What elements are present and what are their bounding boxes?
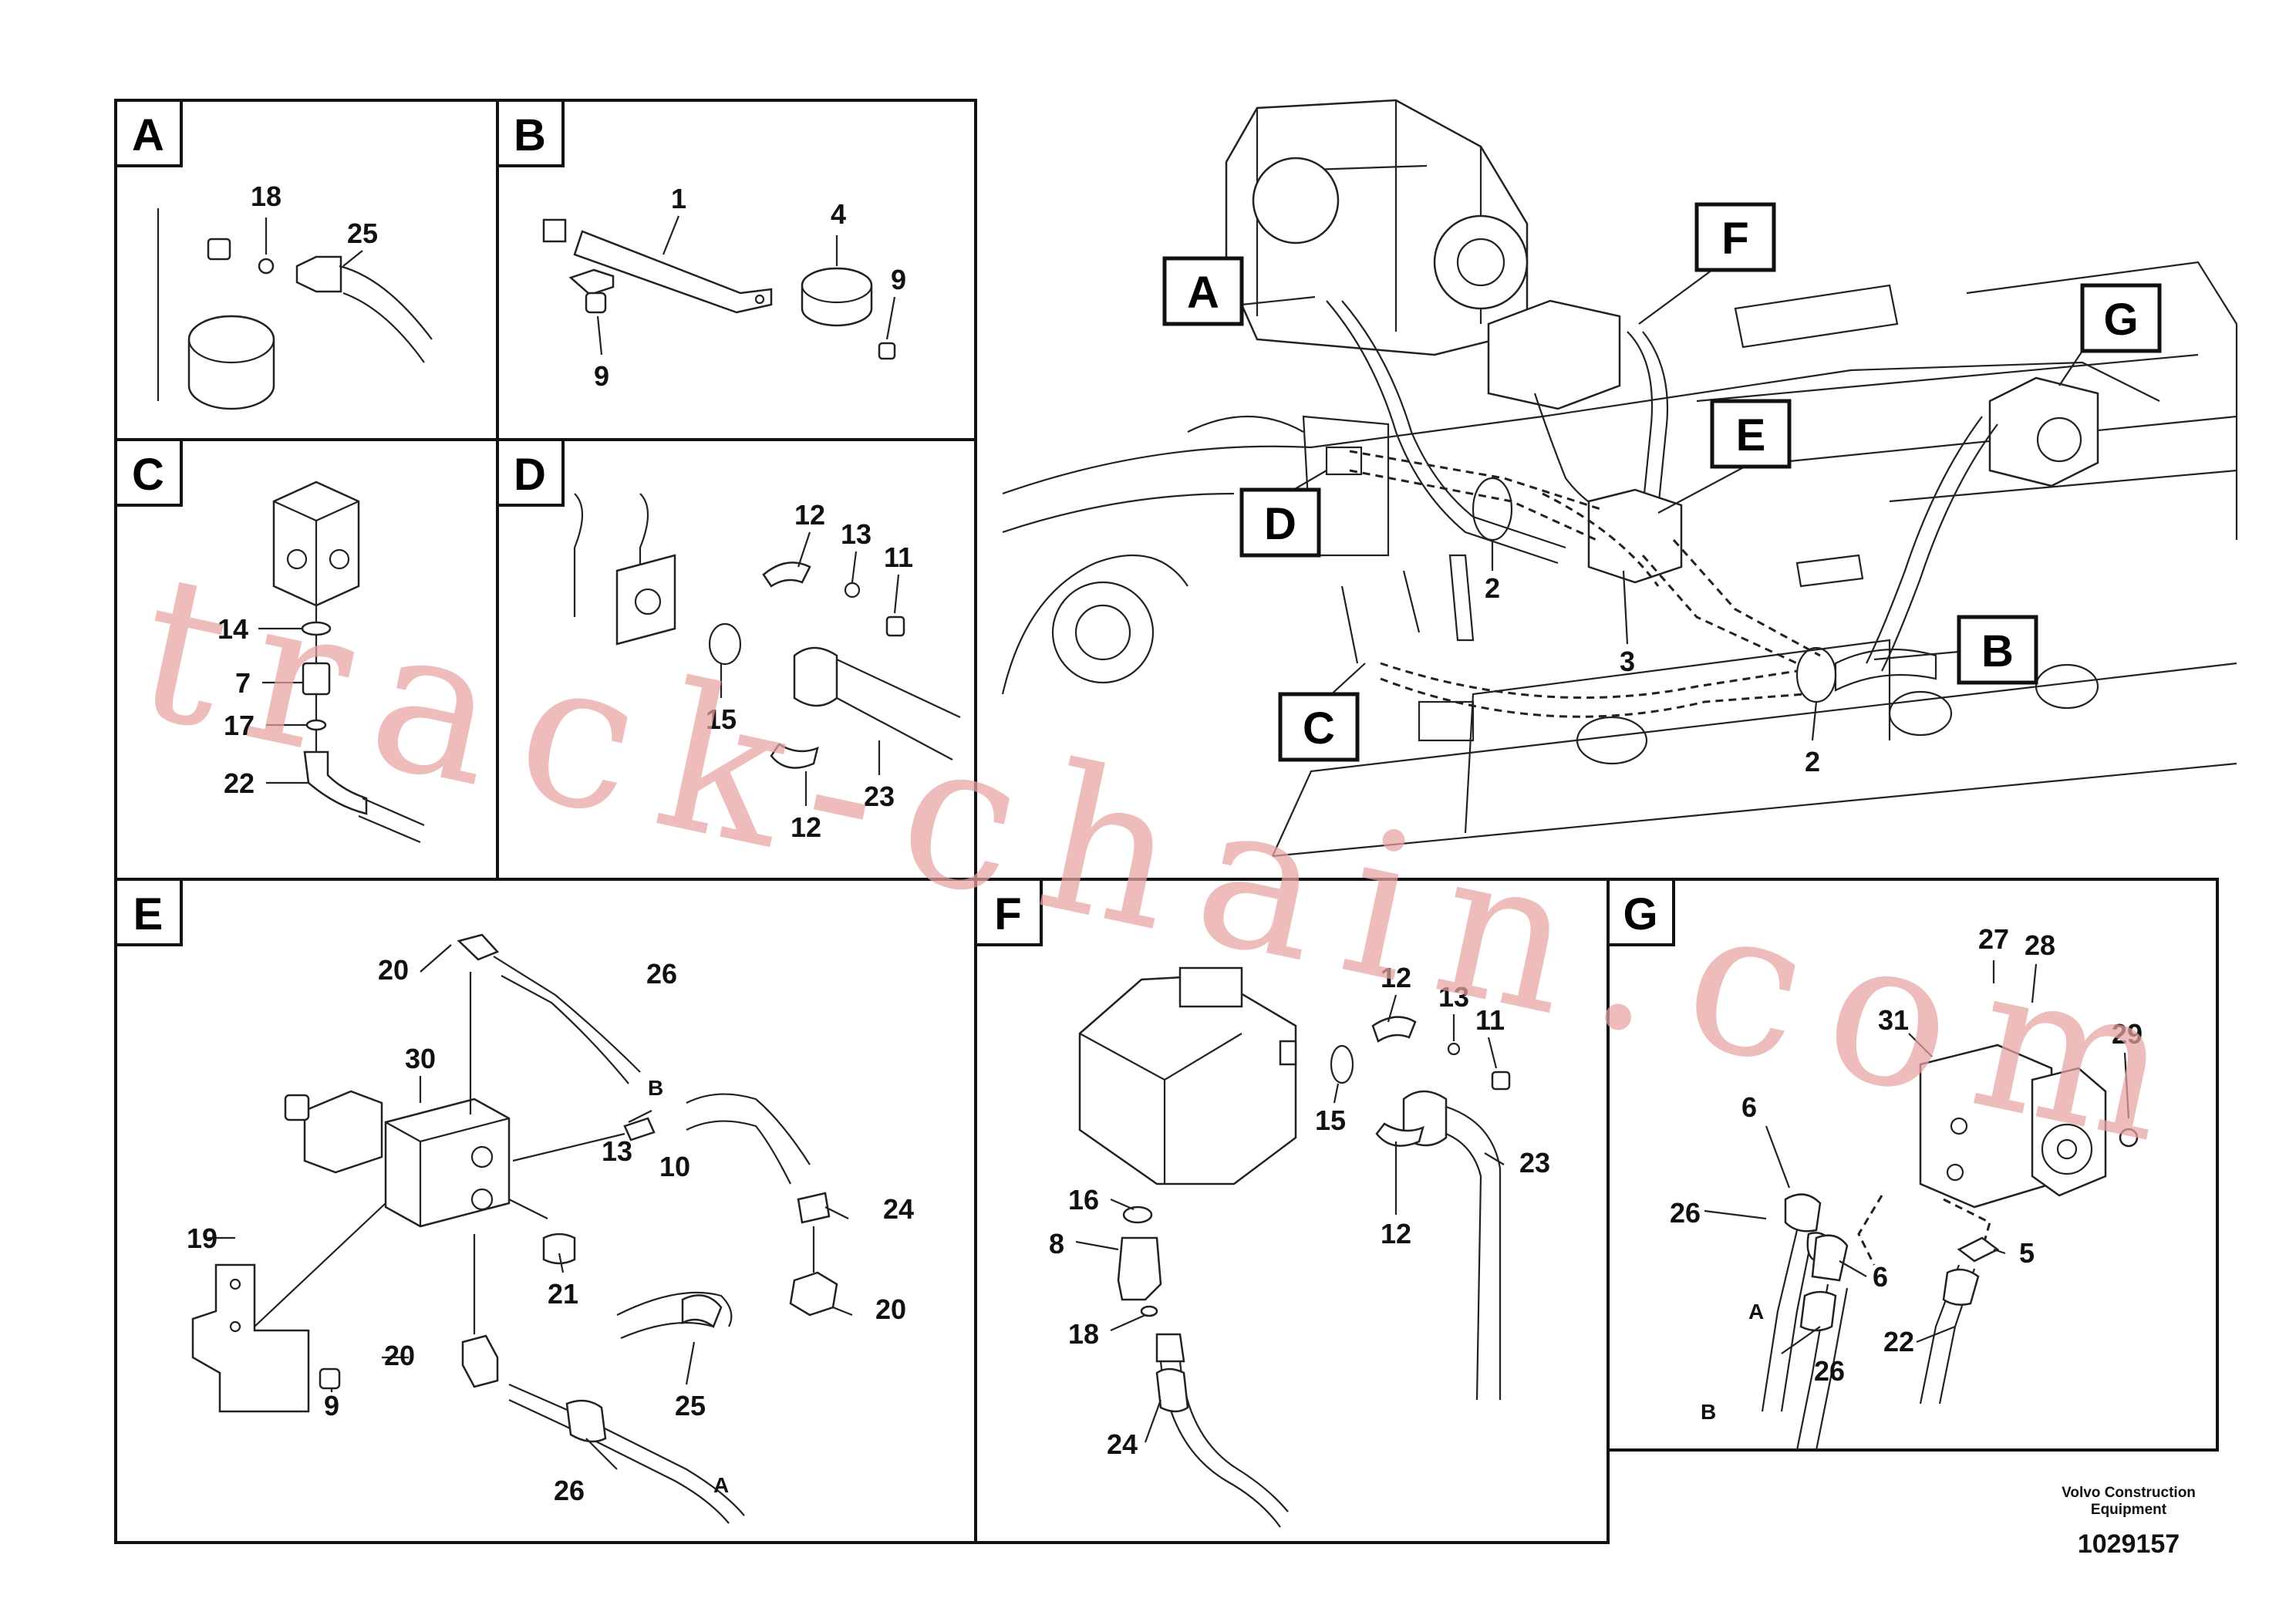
- callout-main-3: 3: [1620, 646, 1635, 677]
- callout-f-24: 24: [1107, 1428, 1138, 1460]
- panel-label-g: G: [1607, 878, 1675, 946]
- callout-c-14: 14: [217, 613, 248, 645]
- callout-main-2a: 2: [1485, 572, 1500, 604]
- panel-c-drawing: 14 7 17 22: [217, 481, 425, 844]
- marker-b[interactable]: B: [1957, 615, 2038, 685]
- callout-b-4: 4: [831, 198, 846, 230]
- footer-company-line1: Volvo Construction: [2062, 1485, 2196, 1501]
- panel-letter-f: F: [994, 889, 1021, 939]
- callout-d-23: 23: [864, 781, 895, 812]
- callout-d-11: 11: [884, 541, 913, 573]
- callout-b-9a: 9: [891, 264, 906, 295]
- panel-d-drawing: 12 13 11 15 23 12: [573, 493, 961, 843]
- callout-e-24: 24: [883, 1193, 914, 1225]
- panel-label-f: F: [974, 878, 1043, 946]
- panel-letter-c: C: [132, 450, 164, 500]
- footer-block: Volvo Construction Equipment 1029157: [2036, 1485, 2221, 1560]
- callout-b-9b: 9: [594, 360, 609, 392]
- callout-g-26a: 26: [1670, 1197, 1701, 1229]
- frame-g: [1607, 878, 2219, 1452]
- callout-e-30: 30: [405, 1043, 436, 1074]
- callout-f-12a: 12: [1381, 962, 1411, 993]
- drawing-number: 1029157: [2077, 1529, 2180, 1559]
- callout-e-26b: 26: [554, 1475, 585, 1506]
- marker-g-label: G: [2103, 295, 2138, 345]
- panel-letter-g: G: [1623, 889, 1657, 939]
- callout-g-26b: 26: [1814, 1355, 1845, 1387]
- marker-b-label: B: [1981, 626, 2014, 676]
- callout-e-26a: 26: [646, 958, 677, 990]
- callout-d-12a: 12: [794, 499, 825, 531]
- panel-letter-e: E: [133, 889, 164, 939]
- panel-f-drawing: 12 13 11 16 15 23 12 8 18 24: [1049, 962, 1550, 1528]
- panel-letter-b: B: [514, 110, 546, 160]
- callout-g-6b: 6: [1873, 1261, 1888, 1293]
- callout-f-11: 11: [1475, 1004, 1505, 1036]
- panel-label-c: C: [114, 438, 183, 507]
- callout-e-20a: 20: [378, 954, 409, 986]
- callout-e-10: 10: [659, 1151, 690, 1182]
- callout-e-ref-a: A: [713, 1473, 729, 1497]
- marker-a-label: A: [1187, 268, 1219, 318]
- callout-f-18: 18: [1068, 1318, 1099, 1350]
- callout-f-15: 15: [1315, 1104, 1346, 1136]
- panel-e-drawing: 20 26 B 30 10 13 24 19 21 20 9 20 25 26 …: [187, 933, 914, 1524]
- footer-company-line2: Equipment: [2090, 1502, 2167, 1518]
- callout-main-2b: 2: [1805, 746, 1820, 777]
- marker-g[interactable]: G: [2080, 283, 2162, 353]
- panel-g-drawing: 27 28 31 29 6 26 6 5 A 22 26 B: [1670, 923, 2143, 1451]
- panel-label-e: E: [114, 878, 183, 946]
- callout-e-20c: 20: [384, 1340, 415, 1371]
- marker-a[interactable]: A: [1162, 256, 1244, 326]
- callout-e-9: 9: [324, 1390, 339, 1421]
- callout-d-15: 15: [706, 703, 737, 735]
- callout-f-8: 8: [1049, 1228, 1064, 1259]
- callout-e-20b: 20: [875, 1293, 906, 1325]
- callout-c-17: 17: [224, 710, 255, 741]
- callout-e-ref-b: B: [648, 1076, 663, 1100]
- callout-c-7: 7: [235, 667, 251, 699]
- callout-e-21: 21: [548, 1278, 578, 1310]
- panel-a-drawing: 18 25: [157, 180, 433, 410]
- callout-e-13: 13: [602, 1135, 632, 1167]
- panel-label-a: A: [114, 99, 183, 167]
- callout-f-16: 16: [1068, 1184, 1099, 1216]
- marker-d[interactable]: D: [1239, 487, 1321, 558]
- marker-c-label: C: [1303, 703, 1335, 754]
- callout-g-22: 22: [1883, 1326, 1914, 1357]
- callout-g-ref-a: A: [1748, 1300, 1764, 1324]
- panel-label-d: D: [496, 438, 565, 507]
- marker-c[interactable]: C: [1278, 692, 1360, 762]
- callout-g-28: 28: [2025, 929, 2055, 961]
- callout-e-25: 25: [675, 1390, 706, 1421]
- callout-g-ref-b: B: [1701, 1400, 1716, 1424]
- callout-g-27: 27: [1978, 923, 2009, 955]
- panel-label-b: B: [496, 99, 565, 167]
- marker-f-label: F: [1721, 214, 1748, 264]
- panel-letter-d: D: [514, 450, 546, 500]
- marker-e-label: E: [1736, 410, 1766, 460]
- callout-a-25: 25: [347, 218, 378, 249]
- callout-d-13: 13: [841, 518, 872, 550]
- marker-e[interactable]: E: [1710, 399, 1792, 469]
- marker-f[interactable]: F: [1694, 202, 1776, 272]
- main-assembly-view: A F G E D B C 2 3 2: [1001, 99, 2238, 858]
- panel-b-drawing: 1 4 9 9: [542, 183, 906, 392]
- panel-letter-a: A: [132, 110, 164, 160]
- callout-c-22: 22: [224, 767, 255, 799]
- callout-a-18: 18: [251, 180, 282, 212]
- callout-g-29: 29: [2112, 1018, 2143, 1050]
- callout-f-13: 13: [1438, 981, 1469, 1013]
- callout-d-12b: 12: [791, 811, 821, 843]
- callout-g-31: 31: [1878, 1004, 1909, 1036]
- callout-g-6a: 6: [1741, 1091, 1757, 1123]
- callout-e-19: 19: [187, 1222, 217, 1254]
- callout-f-12b: 12: [1381, 1218, 1411, 1249]
- callout-b-1: 1: [671, 183, 686, 214]
- callout-g-5: 5: [2019, 1237, 2035, 1269]
- marker-d-label: D: [1264, 499, 1296, 549]
- callout-f-23: 23: [1519, 1147, 1550, 1179]
